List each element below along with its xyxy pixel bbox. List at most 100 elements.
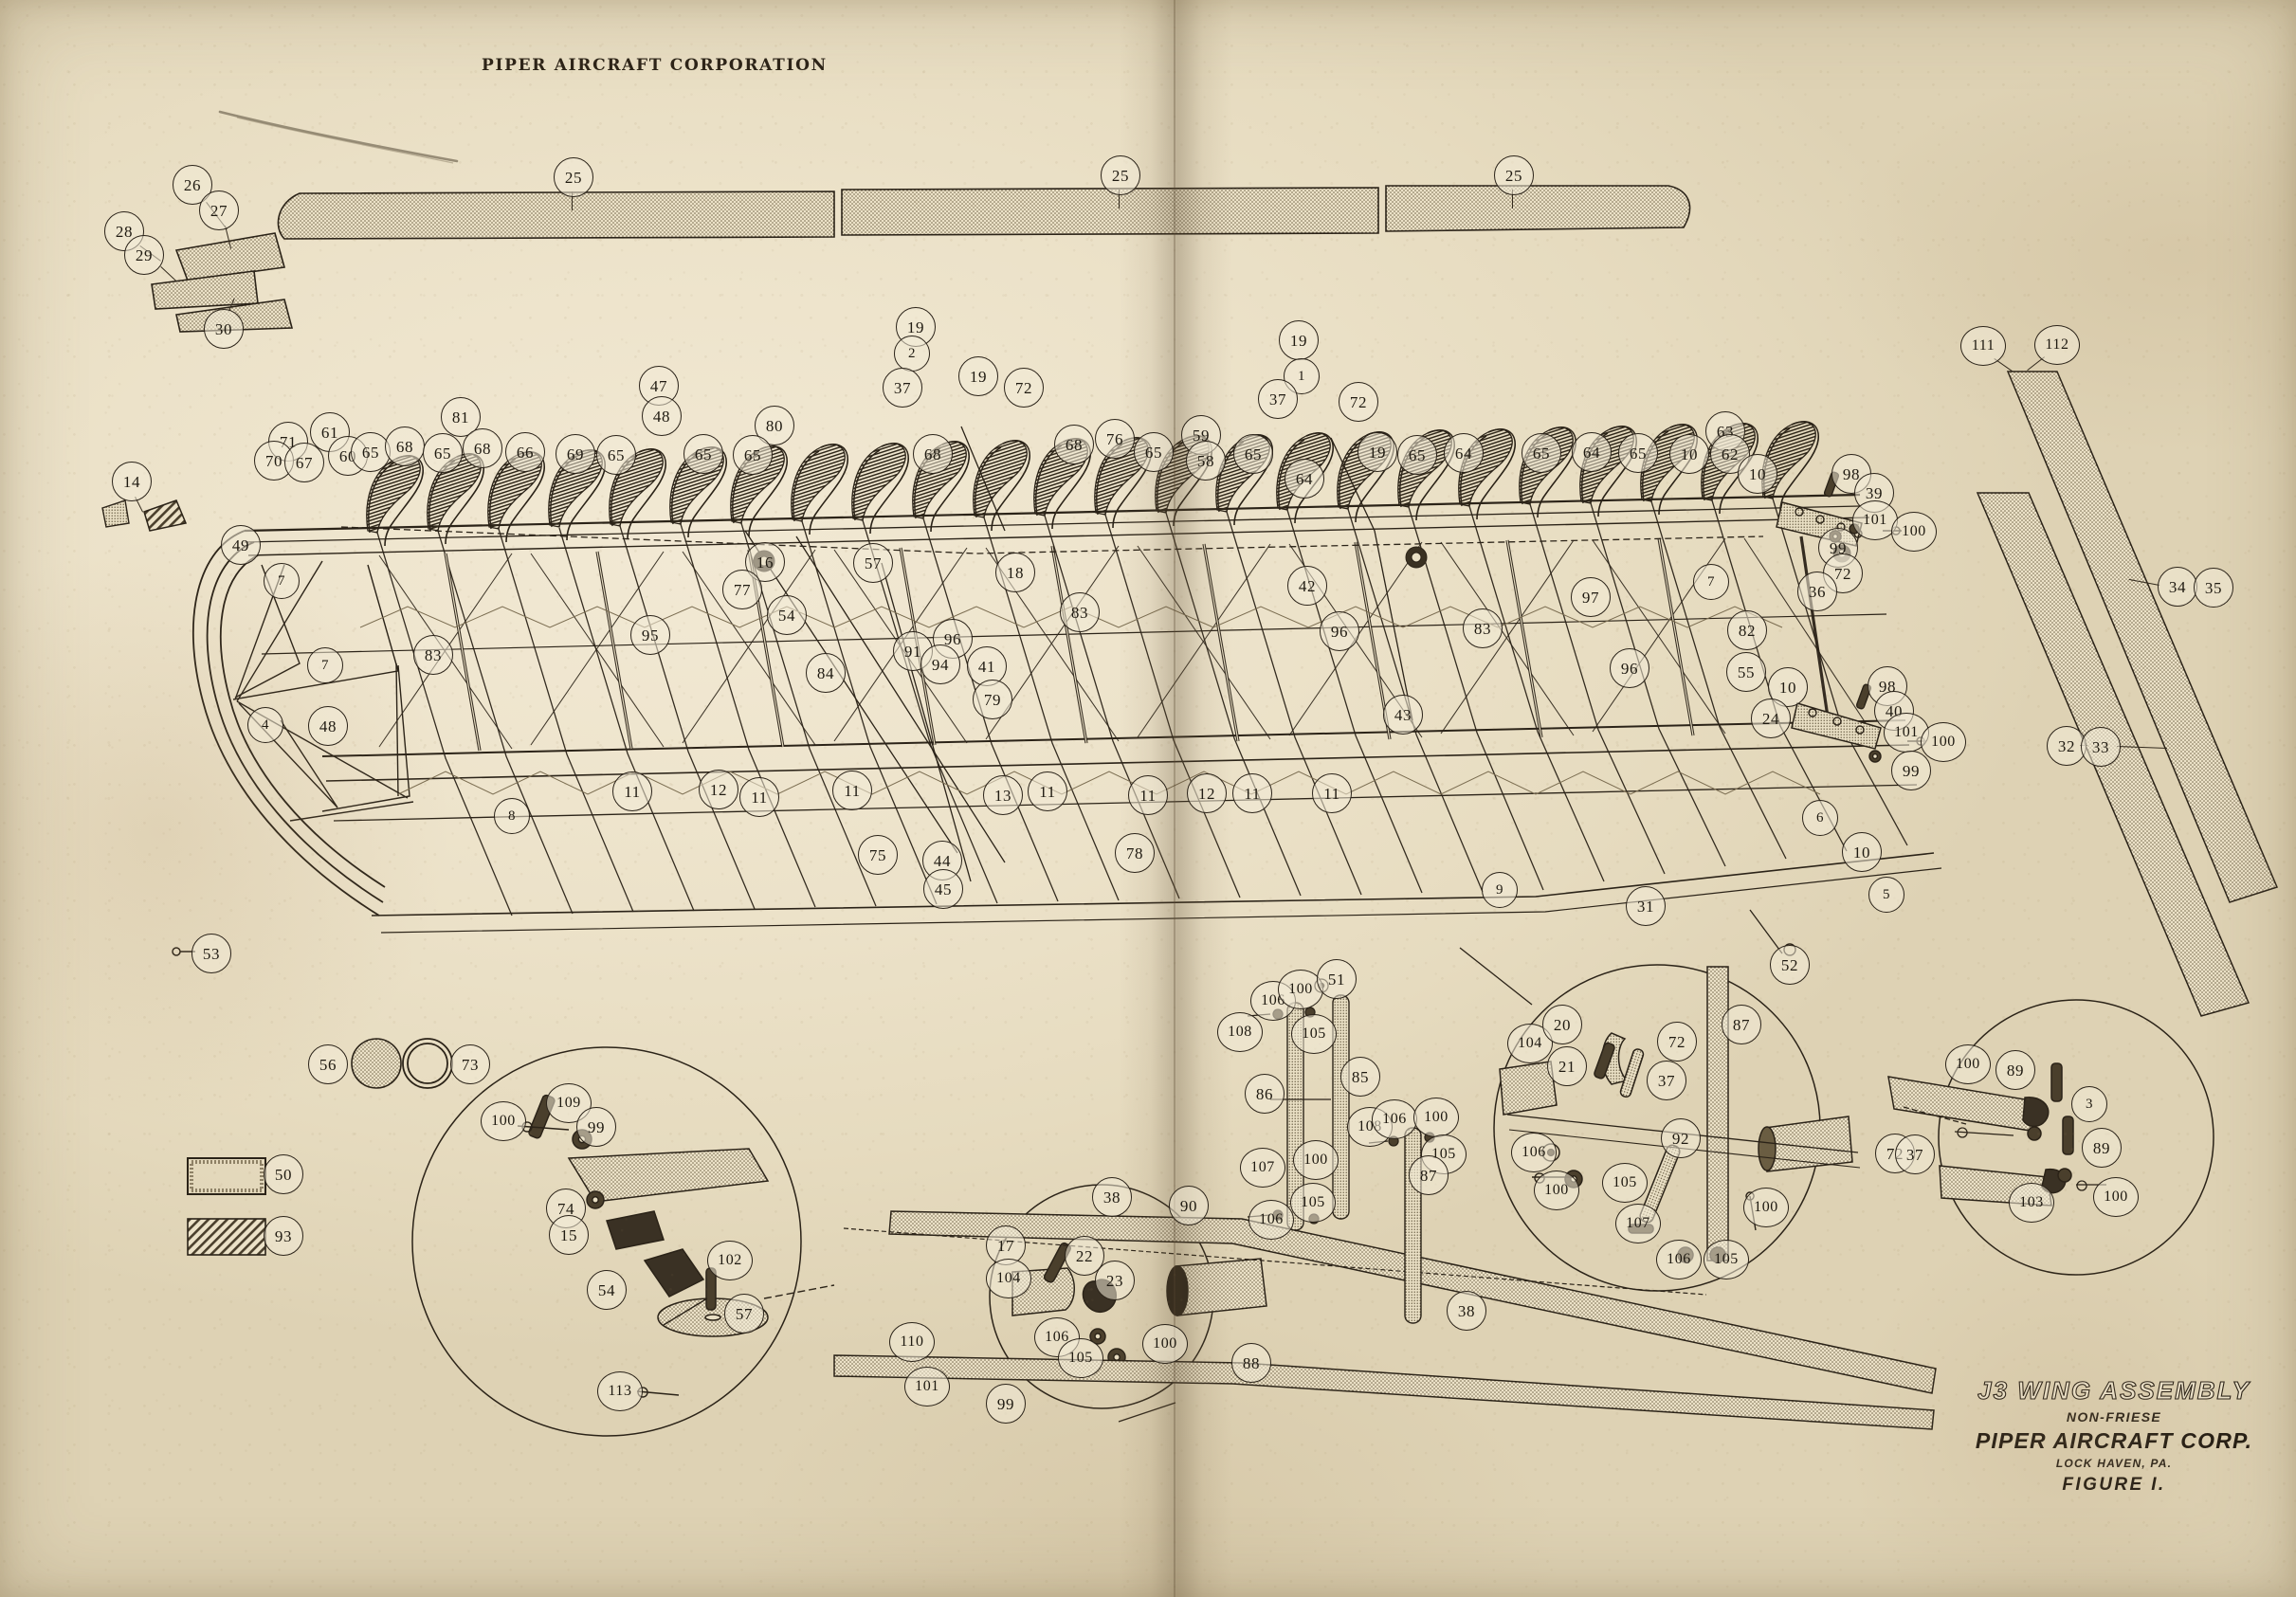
callout-bubble[interactable]: 24	[1751, 699, 1791, 738]
callout-bubble[interactable]: 72	[1004, 368, 1044, 408]
callout-bubble[interactable]: 66	[505, 432, 545, 472]
callout-bubble[interactable]: 80	[755, 406, 794, 445]
callout-bubble[interactable]: 111	[1960, 326, 2006, 366]
callout-bubble[interactable]: 90	[1169, 1186, 1209, 1225]
callout-bubble[interactable]: 57	[724, 1294, 764, 1334]
callout-bubble[interactable]: 106	[1511, 1133, 1557, 1172]
callout-bubble[interactable]: 73	[450, 1044, 490, 1084]
callout-bubble[interactable]: 97	[1571, 577, 1611, 617]
callout-bubble[interactable]: 108	[1217, 1012, 1263, 1052]
callout-bubble[interactable]: 53	[191, 934, 231, 973]
callout-bubble[interactable]: 77	[722, 570, 762, 609]
callout-bubble[interactable]: 100	[1413, 1098, 1459, 1137]
callout-bubble[interactable]: 65	[733, 435, 773, 475]
callout-bubble[interactable]: 88	[1231, 1343, 1271, 1383]
callout-bubble[interactable]: 11	[739, 777, 779, 817]
callout-bubble[interactable]: 37	[1895, 1134, 1935, 1174]
callout-bubble[interactable]: 37	[1258, 379, 1298, 419]
callout-bubble[interactable]: 54	[767, 595, 807, 635]
callout-bubble[interactable]: 65	[683, 434, 723, 474]
callout-bubble[interactable]: 12	[699, 770, 738, 809]
callout-bubble[interactable]: 10	[1669, 434, 1709, 474]
callout-bubble[interactable]: 76	[1095, 419, 1135, 459]
callout-bubble[interactable]: 100	[1293, 1140, 1339, 1180]
callout-bubble[interactable]: 56	[308, 1044, 348, 1084]
callout-bubble[interactable]: 100	[2093, 1177, 2139, 1217]
callout-bubble[interactable]: 34	[2158, 567, 2197, 607]
callout-bubble[interactable]: 54	[587, 1270, 627, 1310]
callout-bubble[interactable]: 107	[1615, 1204, 1661, 1243]
callout-bubble[interactable]: 11	[612, 771, 652, 811]
callout-bubble[interactable]: 43	[1383, 695, 1423, 735]
callout-bubble[interactable]: 110	[889, 1322, 935, 1362]
callout-bubble[interactable]: 89	[2082, 1128, 2122, 1168]
callout-bubble[interactable]: 85	[1340, 1057, 1380, 1097]
callout-bubble[interactable]: 19	[958, 356, 998, 396]
callout-bubble[interactable]: 105	[1291, 1014, 1337, 1054]
callout-bubble[interactable]: 105	[1602, 1163, 1648, 1203]
callout-bubble[interactable]: 32	[2047, 726, 2086, 766]
callout-bubble[interactable]: 36	[1797, 572, 1837, 611]
callout-bubble[interactable]: 83	[413, 635, 453, 675]
callout-bubble[interactable]: 79	[973, 680, 1012, 719]
callout-bubble[interactable]: 100	[1921, 722, 1966, 762]
callout-bubble[interactable]: 25	[1101, 155, 1140, 195]
callout-bubble[interactable]: 15	[549, 1215, 589, 1255]
callout-bubble[interactable]: 64	[1285, 459, 1324, 499]
callout-bubble[interactable]: 30	[204, 309, 244, 349]
callout-bubble[interactable]: 18	[995, 553, 1035, 592]
callout-bubble[interactable]: 38	[1092, 1177, 1132, 1217]
callout-bubble[interactable]: 78	[1115, 833, 1155, 873]
callout-bubble[interactable]: 11	[1312, 773, 1352, 813]
callout-bubble[interactable]: 68	[913, 434, 953, 474]
callout-bubble[interactable]: 81	[441, 397, 481, 437]
callout-bubble[interactable]: 72	[1823, 554, 1863, 593]
callout-bubble[interactable]: 100	[1278, 970, 1323, 1009]
callout-bubble[interactable]: 13	[983, 775, 1023, 815]
callout-bubble[interactable]: 65	[1618, 433, 1658, 473]
callout-bubble[interactable]: 6	[1802, 800, 1838, 836]
callout-bubble[interactable]: 94	[920, 644, 960, 684]
callout-bubble[interactable]: 65	[351, 432, 391, 472]
callout-bubble[interactable]: 57	[853, 543, 893, 583]
callout-bubble[interactable]: 29	[124, 235, 164, 275]
callout-bubble[interactable]: 107	[1240, 1148, 1285, 1188]
callout-bubble[interactable]: 106	[1248, 1200, 1294, 1240]
callout-bubble[interactable]: 48	[642, 396, 682, 436]
callout-bubble[interactable]: 1	[1284, 358, 1320, 394]
callout-bubble[interactable]: 100	[1142, 1324, 1188, 1364]
callout-bubble[interactable]: 35	[2194, 568, 2233, 608]
callout-bubble[interactable]: 9	[1482, 872, 1518, 908]
callout-bubble[interactable]: 31	[1626, 886, 1666, 926]
callout-bubble[interactable]: 83	[1060, 592, 1100, 632]
callout-bubble[interactable]: 23	[1095, 1261, 1135, 1300]
callout-bubble[interactable]: 86	[1245, 1074, 1285, 1114]
callout-bubble[interactable]: 100	[1945, 1044, 1991, 1084]
callout-bubble[interactable]: 100	[1534, 1171, 1579, 1210]
callout-bubble[interactable]: 99	[576, 1107, 616, 1147]
callout-bubble[interactable]: 58	[1186, 441, 1226, 481]
callout-bubble[interactable]: 49	[221, 525, 261, 565]
callout-bubble[interactable]: 50	[264, 1154, 303, 1194]
callout-bubble[interactable]: 96	[1320, 611, 1359, 651]
callout-bubble[interactable]: 7	[1693, 564, 1729, 600]
callout-bubble[interactable]: 48	[308, 706, 348, 746]
callout-bubble[interactable]: 14	[112, 462, 152, 501]
callout-bubble[interactable]: 105	[1058, 1338, 1103, 1378]
callout-bubble[interactable]: 42	[1287, 566, 1327, 606]
callout-bubble[interactable]: 99	[986, 1384, 1026, 1424]
callout-bubble[interactable]: 102	[707, 1241, 753, 1280]
callout-bubble[interactable]: 5	[1868, 877, 1904, 913]
callout-bubble[interactable]: 72	[1657, 1022, 1697, 1062]
callout-bubble[interactable]: 82	[1727, 610, 1767, 650]
callout-bubble[interactable]: 95	[630, 615, 670, 655]
callout-bubble[interactable]: 96	[1610, 648, 1649, 688]
callout-bubble[interactable]: 68	[1054, 425, 1094, 464]
callout-bubble[interactable]: 11	[1232, 773, 1272, 813]
callout-bubble[interactable]: 7	[307, 647, 343, 683]
callout-bubble[interactable]: 3	[2071, 1086, 2107, 1122]
callout-bubble[interactable]: 100	[1891, 512, 1937, 552]
callout-bubble[interactable]: 87	[1409, 1155, 1449, 1195]
callout-bubble[interactable]: 99	[1891, 751, 1931, 790]
callout-bubble[interactable]: 93	[264, 1216, 303, 1256]
